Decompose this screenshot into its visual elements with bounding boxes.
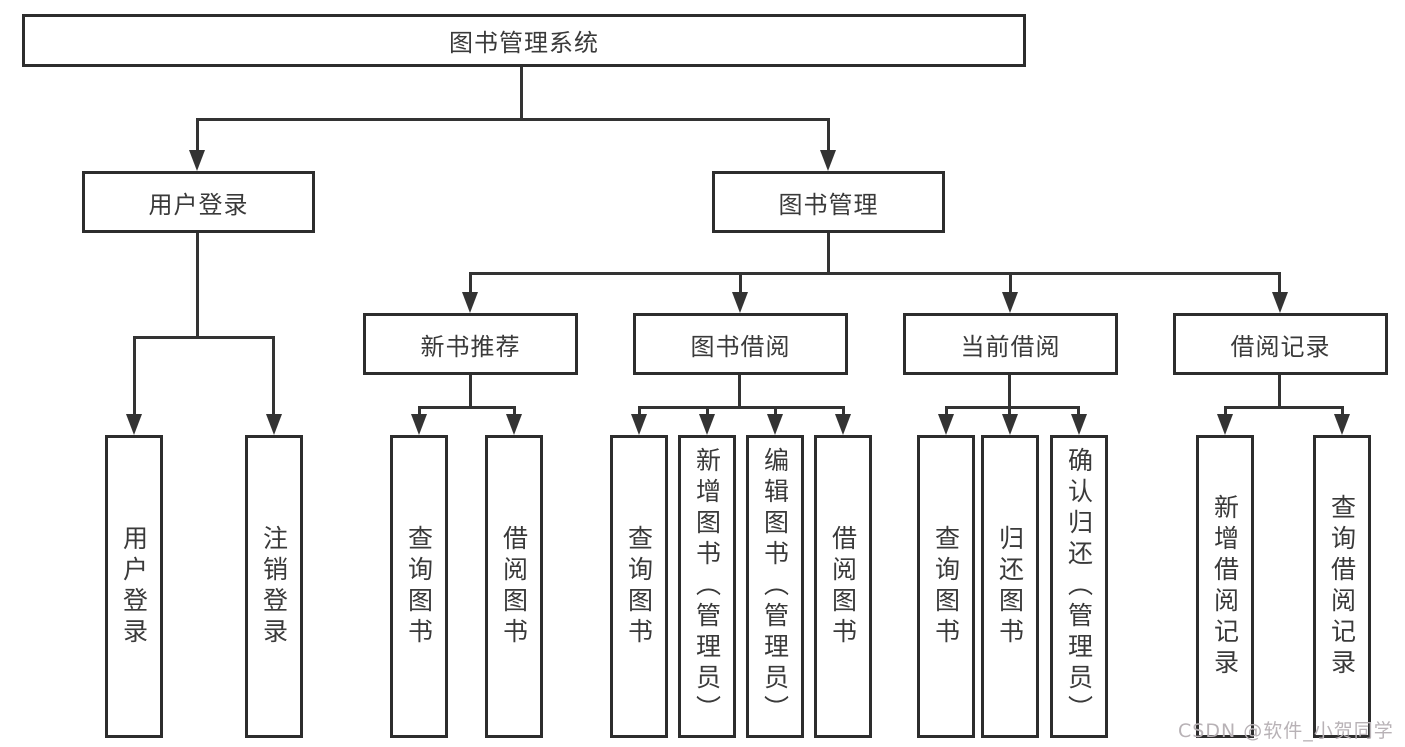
- leaf-cb-return-books-label: 归还图书: [995, 524, 1025, 649]
- node-new-book-recommendation-label: 新书推荐: [420, 332, 521, 361]
- leaf-bb-add-books-admin-label: 新增图书（管理员）: [692, 447, 722, 726]
- leaf-br-query-record-label: 查询借阅记录: [1327, 493, 1357, 680]
- connector-book-management-crossbar: [469, 272, 1281, 275]
- arrowhead-br-add-icon: [1217, 414, 1233, 435]
- arrowhead-new-book-icon: [462, 292, 478, 313]
- leaf-bb-query-books-label: 查询图书: [624, 524, 654, 649]
- leaf-br-add-record: 新增借阅记录: [1196, 435, 1254, 738]
- arrowhead-br-query-icon: [1334, 414, 1350, 435]
- leaf-bb-edit-books-admin-label: 编辑图书（管理员）: [760, 447, 790, 726]
- connector-drop-bb-add: [706, 406, 709, 418]
- csdn-watermark: CSDN @软件_小贺同学: [1178, 720, 1394, 742]
- arrowhead-cb-return-icon: [1002, 414, 1018, 435]
- arrowhead-book-management-icon: [820, 150, 836, 171]
- arrowhead-nb-query-icon: [411, 414, 427, 435]
- node-user-login: 用户登录: [82, 171, 315, 233]
- leaf-bb-edit-books-admin: 编辑图书（管理员）: [746, 435, 804, 738]
- node-user-login-label: 用户登录: [148, 190, 249, 219]
- connector-drop-current-borrow: [1009, 272, 1012, 296]
- arrowhead-book-borrow-icon: [732, 292, 748, 313]
- connector-drop-leaf-logout: [272, 336, 275, 418]
- node-current-borrowing-label: 当前借阅: [960, 332, 1061, 361]
- arrowhead-bb-edit-icon: [767, 414, 783, 435]
- connector-current-borrowing-stem: [1008, 375, 1011, 409]
- arrowhead-bb-add-icon: [699, 414, 715, 435]
- leaf-bb-query-books: 查询图书: [610, 435, 668, 738]
- connector-new-book-crossbar: [418, 406, 516, 409]
- leaf-bb-add-books-admin: 新增图书（管理员）: [678, 435, 736, 738]
- arrowhead-cb-query-icon: [938, 414, 954, 435]
- connector-drop-nb-query: [418, 406, 421, 418]
- connector-user-login-stem: [196, 233, 199, 339]
- arrowhead-user-login-icon: [189, 150, 205, 171]
- node-borrowing-records: 借阅记录: [1173, 313, 1388, 375]
- connector-book-borrowing-stem: [738, 375, 741, 409]
- node-current-borrowing: 当前借阅: [903, 313, 1118, 375]
- leaf-nb-query-books: 查询图书: [390, 435, 448, 738]
- connector-drop-br-query: [1341, 406, 1344, 418]
- connector-new-book-stem: [469, 375, 472, 409]
- connector-drop-cb-confirm: [1077, 406, 1080, 418]
- connector-drop-cb-return: [1008, 406, 1011, 418]
- leaf-cb-confirm-return-admin: 确认归还（管理员）: [1050, 435, 1108, 738]
- connector-current-borrowing-crossbar: [945, 406, 1080, 409]
- node-book-management: 图书管理: [712, 171, 945, 233]
- node-book-management-label: 图书管理: [778, 190, 879, 219]
- connector-drop-leaf-login: [133, 336, 136, 418]
- node-root-library-management-system: 图书管理系统: [22, 14, 1026, 67]
- connector-drop-bb-edit: [774, 406, 777, 418]
- connector-root-stem: [520, 67, 523, 120]
- node-root-label: 图书管理系统: [449, 29, 599, 57]
- connector-drop-book-management: [827, 118, 830, 153]
- leaf-bb-borrow-books: 借阅图书: [814, 435, 872, 738]
- connector-user-login-crossbar: [133, 336, 275, 339]
- connector-drop-borrow-records: [1278, 272, 1281, 296]
- arrowhead-cb-confirm-icon: [1071, 414, 1087, 435]
- leaf-nb-query-books-label: 查询图书: [404, 524, 434, 649]
- leaf-cb-query-books-label: 查询图书: [931, 524, 961, 649]
- leaf-cb-return-books: 归还图书: [981, 435, 1039, 738]
- connector-borrow-records-stem: [1278, 375, 1281, 409]
- connector-drop-user-login: [196, 118, 199, 153]
- connector-drop-nb-borrow: [513, 406, 516, 418]
- arrowhead-bb-borrow-icon: [835, 414, 851, 435]
- leaf-nb-borrow-books: 借阅图书: [485, 435, 543, 738]
- arrowhead-leaf-login-icon: [126, 414, 142, 435]
- connector-drop-new-book: [469, 272, 472, 296]
- arrowhead-nb-borrow-icon: [506, 414, 522, 435]
- node-new-book-recommendation: 新书推荐: [363, 313, 578, 375]
- leaf-br-add-record-label: 新增借阅记录: [1210, 493, 1240, 680]
- connector-book-management-stem: [827, 233, 830, 275]
- connector-drop-book-borrow: [739, 272, 742, 296]
- connector-drop-bb-query: [638, 406, 641, 418]
- leaf-logout-label: 注销登录: [259, 524, 289, 649]
- arrowhead-current-borrow-icon: [1002, 292, 1018, 313]
- connector-drop-br-add: [1224, 406, 1227, 418]
- connector-drop-bb-borrow: [842, 406, 845, 418]
- arrowhead-leaf-logout-icon: [266, 414, 282, 435]
- connector-root-crossbar: [197, 118, 829, 121]
- leaf-cb-confirm-return-admin-label: 确认归还（管理员）: [1064, 447, 1094, 726]
- connector-drop-cb-query: [945, 406, 948, 418]
- leaf-br-query-record: 查询借阅记录: [1313, 435, 1371, 738]
- leaf-bb-borrow-books-label: 借阅图书: [828, 524, 858, 649]
- leaf-user-login-label: 用户登录: [119, 524, 149, 649]
- connector-book-borrowing-crossbar: [638, 406, 844, 409]
- leaf-cb-query-books: 查询图书: [917, 435, 975, 738]
- arrowhead-borrow-records-icon: [1272, 292, 1288, 313]
- connector-borrow-records-crossbar: [1224, 406, 1343, 409]
- node-borrowing-records-label: 借阅记录: [1230, 332, 1331, 361]
- node-book-borrowing-label: 图书借阅: [690, 332, 791, 361]
- node-book-borrowing: 图书借阅: [633, 313, 848, 375]
- leaf-nb-borrow-books-label: 借阅图书: [499, 524, 529, 649]
- arrowhead-bb-query-icon: [631, 414, 647, 435]
- leaf-logout: 注销登录: [245, 435, 303, 738]
- leaf-user-login: 用户登录: [105, 435, 163, 738]
